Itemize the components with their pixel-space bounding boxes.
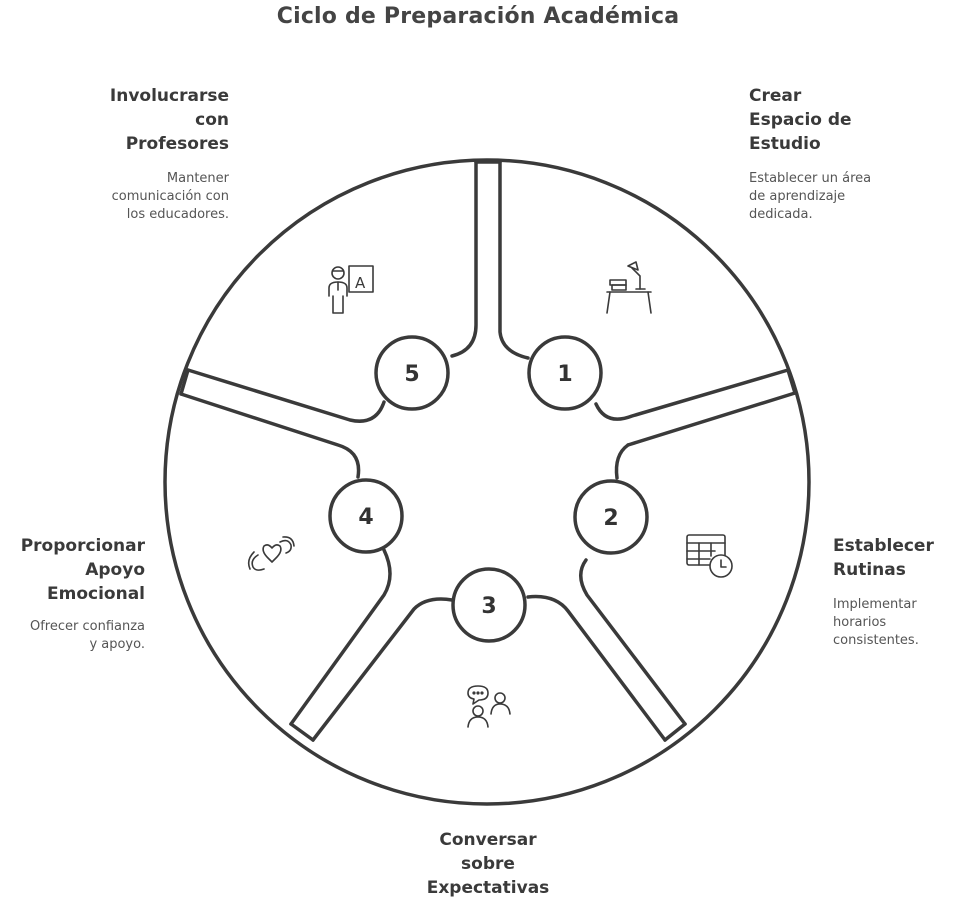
divider-top [450,160,478,358]
step-2-description: Implementar horarios consistentes. [833,597,919,648]
step-5-node: 5 [374,335,450,411]
heart-hands-icon [247,536,295,571]
step-4-title: Proporcionar Apoyo Emocional [20,536,145,604]
diagram-title: Ciclo de Preparación Académica [276,4,680,29]
step-1-number: 1 [557,362,572,387]
step-5-description: Mantener comunicación con los educadores… [111,171,229,222]
step-5-number: 5 [404,362,419,387]
svg-text:A: A [355,274,366,292]
step-1-description: Establecer un área de aprendizaje dedica… [749,171,872,222]
outer-ring [163,158,811,806]
step-2-node: 2 [573,479,649,555]
teacher-board-icon: A [328,265,374,314]
desk-lamp-icon [606,261,652,314]
step-5-title: Involucrarse con Profesores [109,86,229,154]
step-1-node: 1 [527,335,603,411]
step-2-number: 2 [603,506,618,531]
step-4-description: Ofrecer confianza y apoyo. [29,619,145,652]
step-3-number: 3 [481,594,496,619]
step-3-node: 3 [451,567,527,643]
conversation-icon [467,685,511,728]
step-1-title: Crear Espacio de Estudio [749,86,852,154]
step-4-node: 4 [328,478,404,554]
step-4-number: 4 [358,505,373,530]
step-3-title: Conversar sobre Expectativas [426,830,550,898]
calendar-clock-icon [686,534,733,578]
step-2-title: Establecer Rutinas [833,536,934,580]
